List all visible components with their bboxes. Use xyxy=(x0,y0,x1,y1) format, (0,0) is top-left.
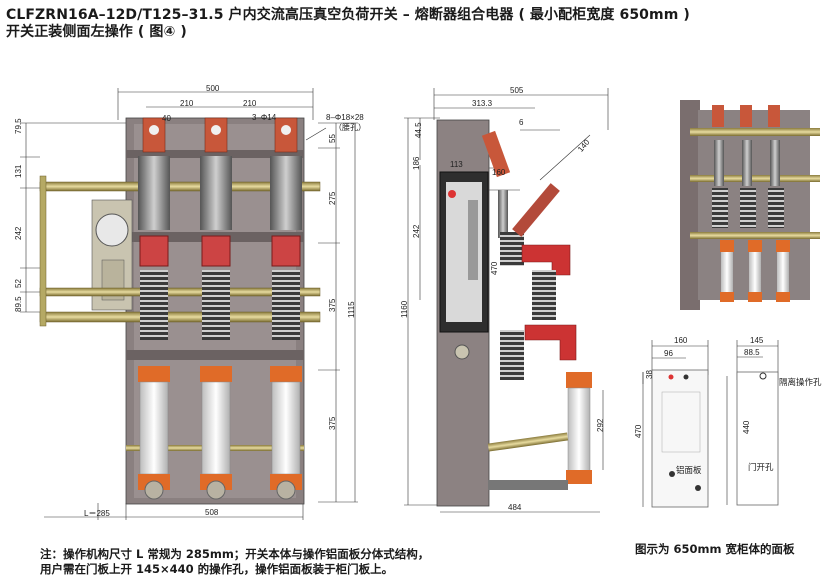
dim-panel-96: 96 xyxy=(664,349,673,358)
dim-front-bottom-508: 508 xyxy=(205,508,219,517)
dim-front-top-40: 40 xyxy=(162,114,171,123)
dim-panel-88-5: 88.5 xyxy=(744,348,760,357)
note-line-2: 用户需在门板上开 145×440 的操作孔，操作铝面板装于柜门板上。 xyxy=(40,562,394,576)
dim-front-right-375b: 375 xyxy=(328,416,337,430)
page-title: CLFZRN16A–12D/T125–31.5 户内交流高压真空负荷开关 – 熔… xyxy=(6,7,690,23)
dim-side-186: 186 xyxy=(412,156,421,170)
dim-front-left-52: 52 xyxy=(14,279,23,288)
dim-panel-160: 160 xyxy=(674,336,688,345)
panel-label-aluminium: 铝面板 xyxy=(676,465,702,475)
dim-front-right-275: 275 xyxy=(328,191,337,205)
dim-front-right-375a: 375 xyxy=(328,298,337,312)
panel-views xyxy=(642,340,779,508)
dim-panel-38: 38 xyxy=(645,370,654,379)
front-view xyxy=(20,88,358,520)
dim-side-top-505: 505 xyxy=(510,86,524,95)
dim-side-bottom-484: 484 xyxy=(508,503,522,512)
dim-side-470: 470 xyxy=(490,261,499,275)
dim-side-242: 242 xyxy=(412,224,421,238)
dim-side-44-5: 44.5 xyxy=(414,122,423,138)
dim-front-slots: 8–Φ18×28 xyxy=(326,113,364,122)
dim-front-left-131: 131 xyxy=(14,164,23,178)
panel-label-door-opening: 门开孔 xyxy=(748,462,774,472)
photo-caption: 图示为 650mm 宽柜体的面板 xyxy=(635,542,795,556)
dim-panel-470: 470 xyxy=(634,424,643,438)
dim-side-top-6: 6 xyxy=(519,118,524,127)
switchgear-photo xyxy=(676,98,820,318)
dim-front-left-79-5: 79.5 xyxy=(14,118,23,134)
note-line-1: 注：操作机构尺寸 L 常规为 285mm；开关本体与操作铝面板分体式结构， xyxy=(40,547,430,561)
dim-front-left-242: 242 xyxy=(14,226,23,240)
dim-panel-145: 145 xyxy=(750,336,764,345)
dim-front-right-1115: 1115 xyxy=(347,301,356,318)
dim-side-1160: 1160 xyxy=(400,300,409,318)
dim-front-right-55: 55 xyxy=(328,134,337,143)
side-view xyxy=(404,88,609,513)
dim-front-bottom-L: L＝285 xyxy=(84,509,110,518)
panel-label-isolation-hole: 隔离操作孔 xyxy=(779,377,822,387)
dim-side-113: 113 xyxy=(450,160,463,169)
dim-front-left-89-5: 89.5 xyxy=(14,296,23,312)
dim-front-holes: 3–Φ14 xyxy=(252,113,277,122)
dim-panel-440: 440 xyxy=(742,420,751,434)
dim-front-slot-note: （腰孔） xyxy=(334,123,366,132)
dim-side-160: 160 xyxy=(492,168,506,177)
dim-front-top-210a: 210 xyxy=(180,99,194,108)
page-subtitle: 开关正装侧面左操作 ( 图④ ) xyxy=(6,24,187,40)
dim-front-top-500: 500 xyxy=(206,84,220,93)
dim-front-top-210b: 210 xyxy=(243,99,257,108)
dim-side-292: 292 xyxy=(596,418,605,432)
dim-side-top-313-3: 313.3 xyxy=(472,99,493,108)
